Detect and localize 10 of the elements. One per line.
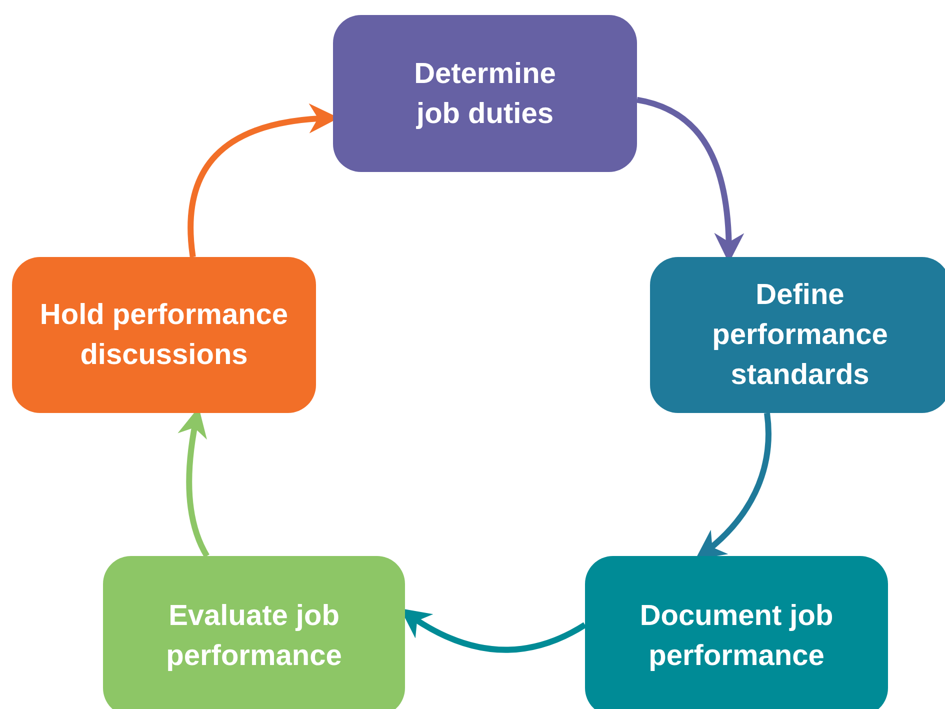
process-box bbox=[585, 556, 888, 709]
process-box bbox=[12, 257, 316, 413]
process-box bbox=[103, 556, 405, 709]
box-label: Define performance standards bbox=[711, 278, 889, 393]
box-label: Evaluate job performance bbox=[165, 599, 343, 674]
box-label: Hold performance discussions bbox=[38, 298, 290, 373]
box-label: Determine job duties bbox=[413, 56, 557, 132]
process-box bbox=[650, 257, 945, 413]
box-label: Document job performance bbox=[638, 599, 834, 674]
process-box bbox=[333, 15, 637, 172]
